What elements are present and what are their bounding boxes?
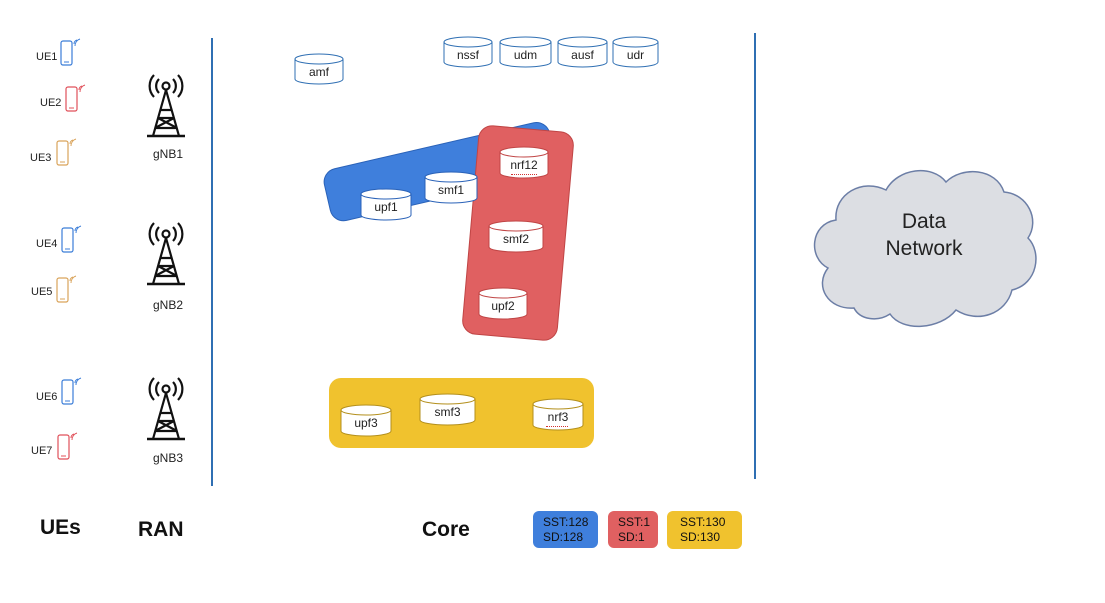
phone-icon bbox=[54, 273, 80, 310]
data-network-cloud: Data Network bbox=[806, 158, 1042, 335]
data-network-line1: Data bbox=[901, 210, 947, 233]
legend-sst: SST:1 bbox=[618, 515, 651, 529]
smf1-node: smf1 bbox=[424, 171, 478, 204]
legend-slice-yellow: SST:130 SD:130 bbox=[667, 511, 742, 549]
udr-label: udr bbox=[626, 48, 645, 62]
spellcheck-squiggle bbox=[511, 171, 537, 175]
ran-core-divider bbox=[211, 38, 213, 486]
nrf3-node: nrf3 bbox=[532, 398, 584, 431]
section-title-ues: UEs bbox=[40, 516, 81, 539]
nrf12-node: nrf12 bbox=[499, 146, 549, 179]
cell-tower-icon bbox=[143, 377, 189, 446]
data-network-label: Data Network bbox=[824, 208, 1024, 262]
legend-sd: SD:128 bbox=[543, 530, 584, 544]
upf2-node: upf2 bbox=[478, 287, 528, 320]
cell-tower-icon bbox=[143, 74, 189, 143]
nssf-label: nssf bbox=[456, 48, 479, 62]
ue-label: UE2 bbox=[40, 97, 62, 109]
spellcheck-squiggle bbox=[546, 423, 568, 427]
upf2-label: upf2 bbox=[491, 299, 515, 313]
core-dn-divider bbox=[754, 33, 756, 479]
ue-label: UE3 bbox=[30, 152, 52, 164]
legend-slice-blue: SST:128 SD:128 bbox=[533, 511, 598, 548]
legend-slice-red: SST:1 SD:1 bbox=[608, 511, 658, 548]
nssf-node: nssf bbox=[443, 36, 493, 68]
data-network-line2: Network bbox=[885, 237, 963, 260]
gnb-label: gNB1 bbox=[152, 147, 184, 161]
legend-sd: SD:1 bbox=[618, 530, 645, 544]
legend-sd: SD:130 bbox=[680, 530, 721, 544]
upf3-node: upf3 bbox=[340, 404, 392, 437]
gnb-label: gNB3 bbox=[152, 451, 184, 465]
ue-label: UE1 bbox=[36, 51, 58, 63]
ue-label: UE6 bbox=[36, 391, 58, 403]
amf-node: amf bbox=[294, 53, 344, 85]
legend-sst: SST:130 bbox=[680, 515, 726, 529]
phone-icon bbox=[55, 430, 81, 467]
ue-label: UE7 bbox=[31, 445, 53, 457]
udr-node: udr bbox=[612, 36, 659, 68]
ausf-node: ausf bbox=[557, 36, 608, 68]
phone-icon bbox=[58, 36, 84, 73]
phone-icon bbox=[59, 223, 85, 260]
smf2-node: smf2 bbox=[488, 220, 544, 253]
udm-label: udm bbox=[513, 48, 538, 62]
smf1-label: smf1 bbox=[437, 183, 464, 197]
nrf12-label: nrf12 bbox=[510, 158, 538, 172]
gnb-label: gNB2 bbox=[152, 298, 184, 312]
upf3-label: upf3 bbox=[354, 416, 378, 430]
legend-sst: SST:128 bbox=[543, 515, 589, 529]
phone-icon bbox=[63, 82, 89, 119]
smf3-node: smf3 bbox=[419, 393, 476, 426]
upf1-node: upf1 bbox=[360, 188, 412, 221]
ausf-label: ausf bbox=[571, 48, 594, 62]
phone-icon bbox=[54, 136, 80, 173]
ue-label: UE5 bbox=[31, 286, 53, 298]
amf-label: amf bbox=[308, 65, 329, 79]
upf1-label: upf1 bbox=[374, 200, 398, 214]
phone-icon bbox=[59, 375, 85, 412]
section-title-core: Core bbox=[422, 518, 470, 541]
udm-node: udm bbox=[499, 36, 552, 68]
cell-tower-icon bbox=[143, 222, 189, 291]
nrf3-label: nrf3 bbox=[547, 410, 569, 424]
section-title-ran: RAN bbox=[138, 518, 184, 541]
ue-label: UE4 bbox=[36, 238, 58, 250]
smf3-label: smf3 bbox=[434, 405, 461, 419]
smf2-label: smf2 bbox=[502, 232, 529, 246]
